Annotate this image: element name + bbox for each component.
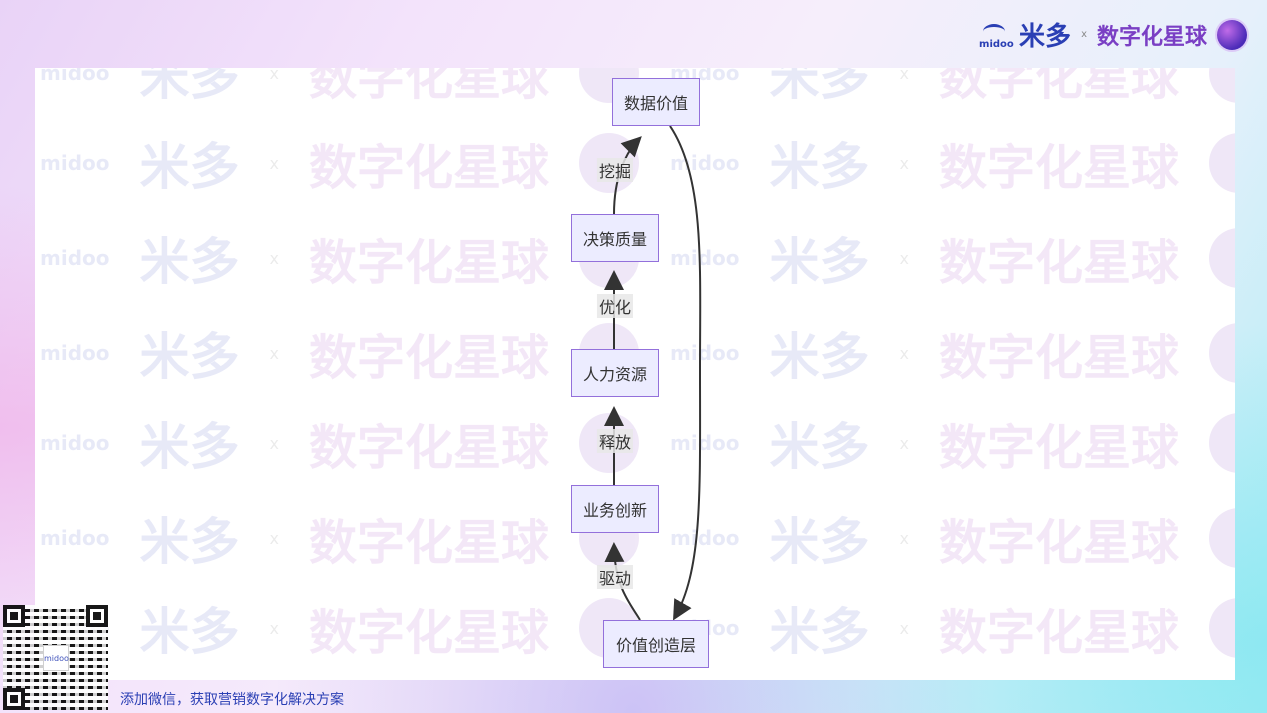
watermark: midoo 米多 x 数字化星球	[670, 317, 1235, 389]
watermark-partner: 数字化星球	[308, 330, 549, 386]
edge-label: 挖掘	[596, 158, 634, 182]
footer-text: 添加微信，获取营销数字化解决方案	[120, 692, 344, 708]
watermark-sub: midoo	[670, 246, 740, 270]
watermark-partner: 数字化星球	[308, 420, 549, 476]
logo-sub: midoo	[979, 38, 1014, 50]
edge-label: 驱动	[596, 565, 634, 589]
watermark-sub: midoo	[670, 341, 740, 365]
watermark-name: 米多	[139, 603, 240, 661]
watermark-x: x	[899, 528, 909, 548]
node-business-innovation: 业务创新	[571, 485, 659, 533]
watermark-x: x	[899, 248, 909, 268]
watermark-name: 米多	[769, 418, 870, 476]
watermark-name: 米多	[139, 418, 240, 476]
watermark-name: 米多	[139, 328, 240, 386]
watermark-sub: midoo	[670, 151, 740, 175]
watermark-sub: midoo	[670, 431, 740, 455]
watermark: midoo 米多 x 数字化星球	[670, 502, 1235, 574]
watermark-partner: 数字化星球	[938, 515, 1179, 571]
watermark-partner: 数字化星球	[308, 68, 549, 106]
watermark-x: x	[899, 433, 909, 453]
watermark-partner: 数字化星球	[938, 605, 1179, 661]
brand-header: midoo 米多 x 数字化星球	[979, 16, 1247, 53]
edge-label: 优化	[596, 294, 634, 318]
watermark-sub: midoo	[40, 431, 110, 455]
watermark-x: x	[269, 433, 279, 453]
watermark-name: 米多	[139, 68, 240, 106]
watermark-sub: midoo	[40, 68, 110, 85]
watermark-name: 米多	[769, 138, 870, 196]
planet-icon	[1217, 19, 1247, 50]
watermark-sub: midoo	[40, 151, 110, 175]
watermark: midoo 米多 x 数字化星球	[670, 222, 1235, 294]
watermark-name: 米多	[139, 233, 240, 291]
watermark-sub: midoo	[40, 526, 110, 550]
watermark-x: x	[269, 153, 279, 173]
watermark-partner: 数字化星球	[938, 68, 1179, 106]
watermark-partner: 数字化星球	[308, 515, 549, 571]
wechat-qr-code: midoo	[3, 605, 108, 710]
watermark-partner: 数字化星球	[938, 140, 1179, 196]
watermark-partner: 数字化星球	[938, 330, 1179, 386]
watermark-partner: 数字化星球	[308, 235, 549, 291]
watermark: midoo 米多 x 数字化星球	[40, 127, 639, 199]
edge-label: 释放	[596, 429, 634, 453]
watermark: midoo 米多 x 数字化星球	[670, 407, 1235, 479]
watermark-name: 米多	[769, 603, 870, 661]
watermark-x: x	[899, 153, 909, 173]
watermark-partner: 数字化星球	[938, 420, 1179, 476]
watermark-x: x	[899, 68, 909, 83]
watermark-x: x	[269, 343, 279, 363]
qr-finder	[3, 688, 25, 710]
node-decision-quality: 决策质量	[571, 214, 659, 262]
node-human-resources: 人力资源	[571, 349, 659, 397]
watermark: midoo 米多 x 数字化星球	[670, 127, 1235, 199]
qr-finder	[3, 605, 25, 627]
watermark-x: x	[269, 248, 279, 268]
watermark-x: x	[269, 528, 279, 548]
edge-n5-n4	[604, 542, 641, 621]
qr-finder	[86, 605, 108, 627]
node-data-value: 数据价值	[612, 78, 700, 126]
brand-separator: x	[1081, 29, 1087, 40]
watermark-name: 米多	[139, 513, 240, 571]
watermark-name: 米多	[769, 233, 870, 291]
watermark-name: 米多	[769, 68, 870, 106]
watermark-sub: midoo	[40, 341, 110, 365]
watermark-x: x	[899, 618, 909, 638]
watermark-partner: 数字化星球	[308, 140, 549, 196]
midoo-logo-icon: midoo	[979, 20, 1014, 50]
watermark-partner: 数字化星球	[938, 235, 1179, 291]
edge-n1-n5	[669, 125, 702, 621]
qr-logo: midoo	[43, 645, 69, 671]
watermark-name: 米多	[769, 328, 870, 386]
watermark-sub: midoo	[670, 526, 740, 550]
watermark-x: x	[899, 343, 909, 363]
watermark: midoo 米多 x 数字化星球	[40, 502, 639, 574]
watermark-x: x	[269, 68, 279, 83]
brand-name: 米多	[1019, 22, 1072, 52]
watermark-sub: midoo	[40, 246, 110, 270]
partner-name: 数字化星球	[1096, 24, 1207, 50]
watermark-partner: 数字化星球	[308, 605, 549, 661]
watermark-name: 米多	[139, 138, 240, 196]
node-value-creation-layer: 价值创造层	[603, 620, 709, 668]
watermark-name: 米多	[769, 513, 870, 571]
watermark-x: x	[269, 618, 279, 638]
